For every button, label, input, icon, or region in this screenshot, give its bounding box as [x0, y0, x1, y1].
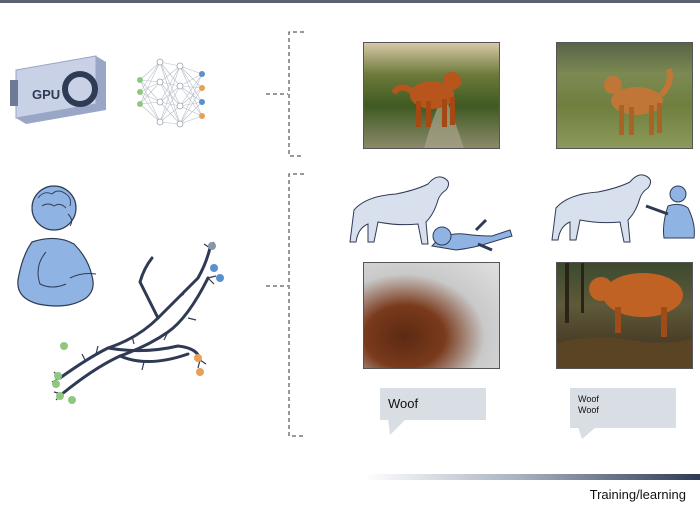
- woof-text: Woof: [388, 396, 419, 411]
- dog-sketch-icon: [349, 176, 513, 252]
- bracket-connectors: [266, 31, 304, 437]
- speech-bubble-tail: [388, 419, 406, 435]
- woof-line-2: Woof: [578, 405, 599, 415]
- woof-woof-text: Woof Woof: [578, 394, 599, 416]
- top-rule: [0, 0, 700, 3]
- dog-photo-forest: [556, 262, 693, 369]
- training-progress-gradient: [365, 474, 700, 480]
- dog-photo-path: [363, 42, 500, 149]
- dog-sketch-icon: [551, 174, 695, 243]
- speech-bubble-tail: [578, 427, 596, 439]
- neural-network-icon: [137, 58, 205, 128]
- training-caption: Training/learning: [589, 487, 686, 502]
- gpu-icon: GPU: [10, 55, 106, 124]
- speech-bubble-woof: [380, 388, 486, 420]
- dog-photo-field: [556, 42, 693, 149]
- speech-bubble-woof-woof: [570, 388, 676, 428]
- neuron-icon: [51, 241, 224, 404]
- gpu-label: GPU: [32, 87, 60, 102]
- woof-line-1: Woof: [578, 394, 599, 404]
- baby-icon: [17, 185, 97, 307]
- dog-photo-closeup: [363, 262, 500, 369]
